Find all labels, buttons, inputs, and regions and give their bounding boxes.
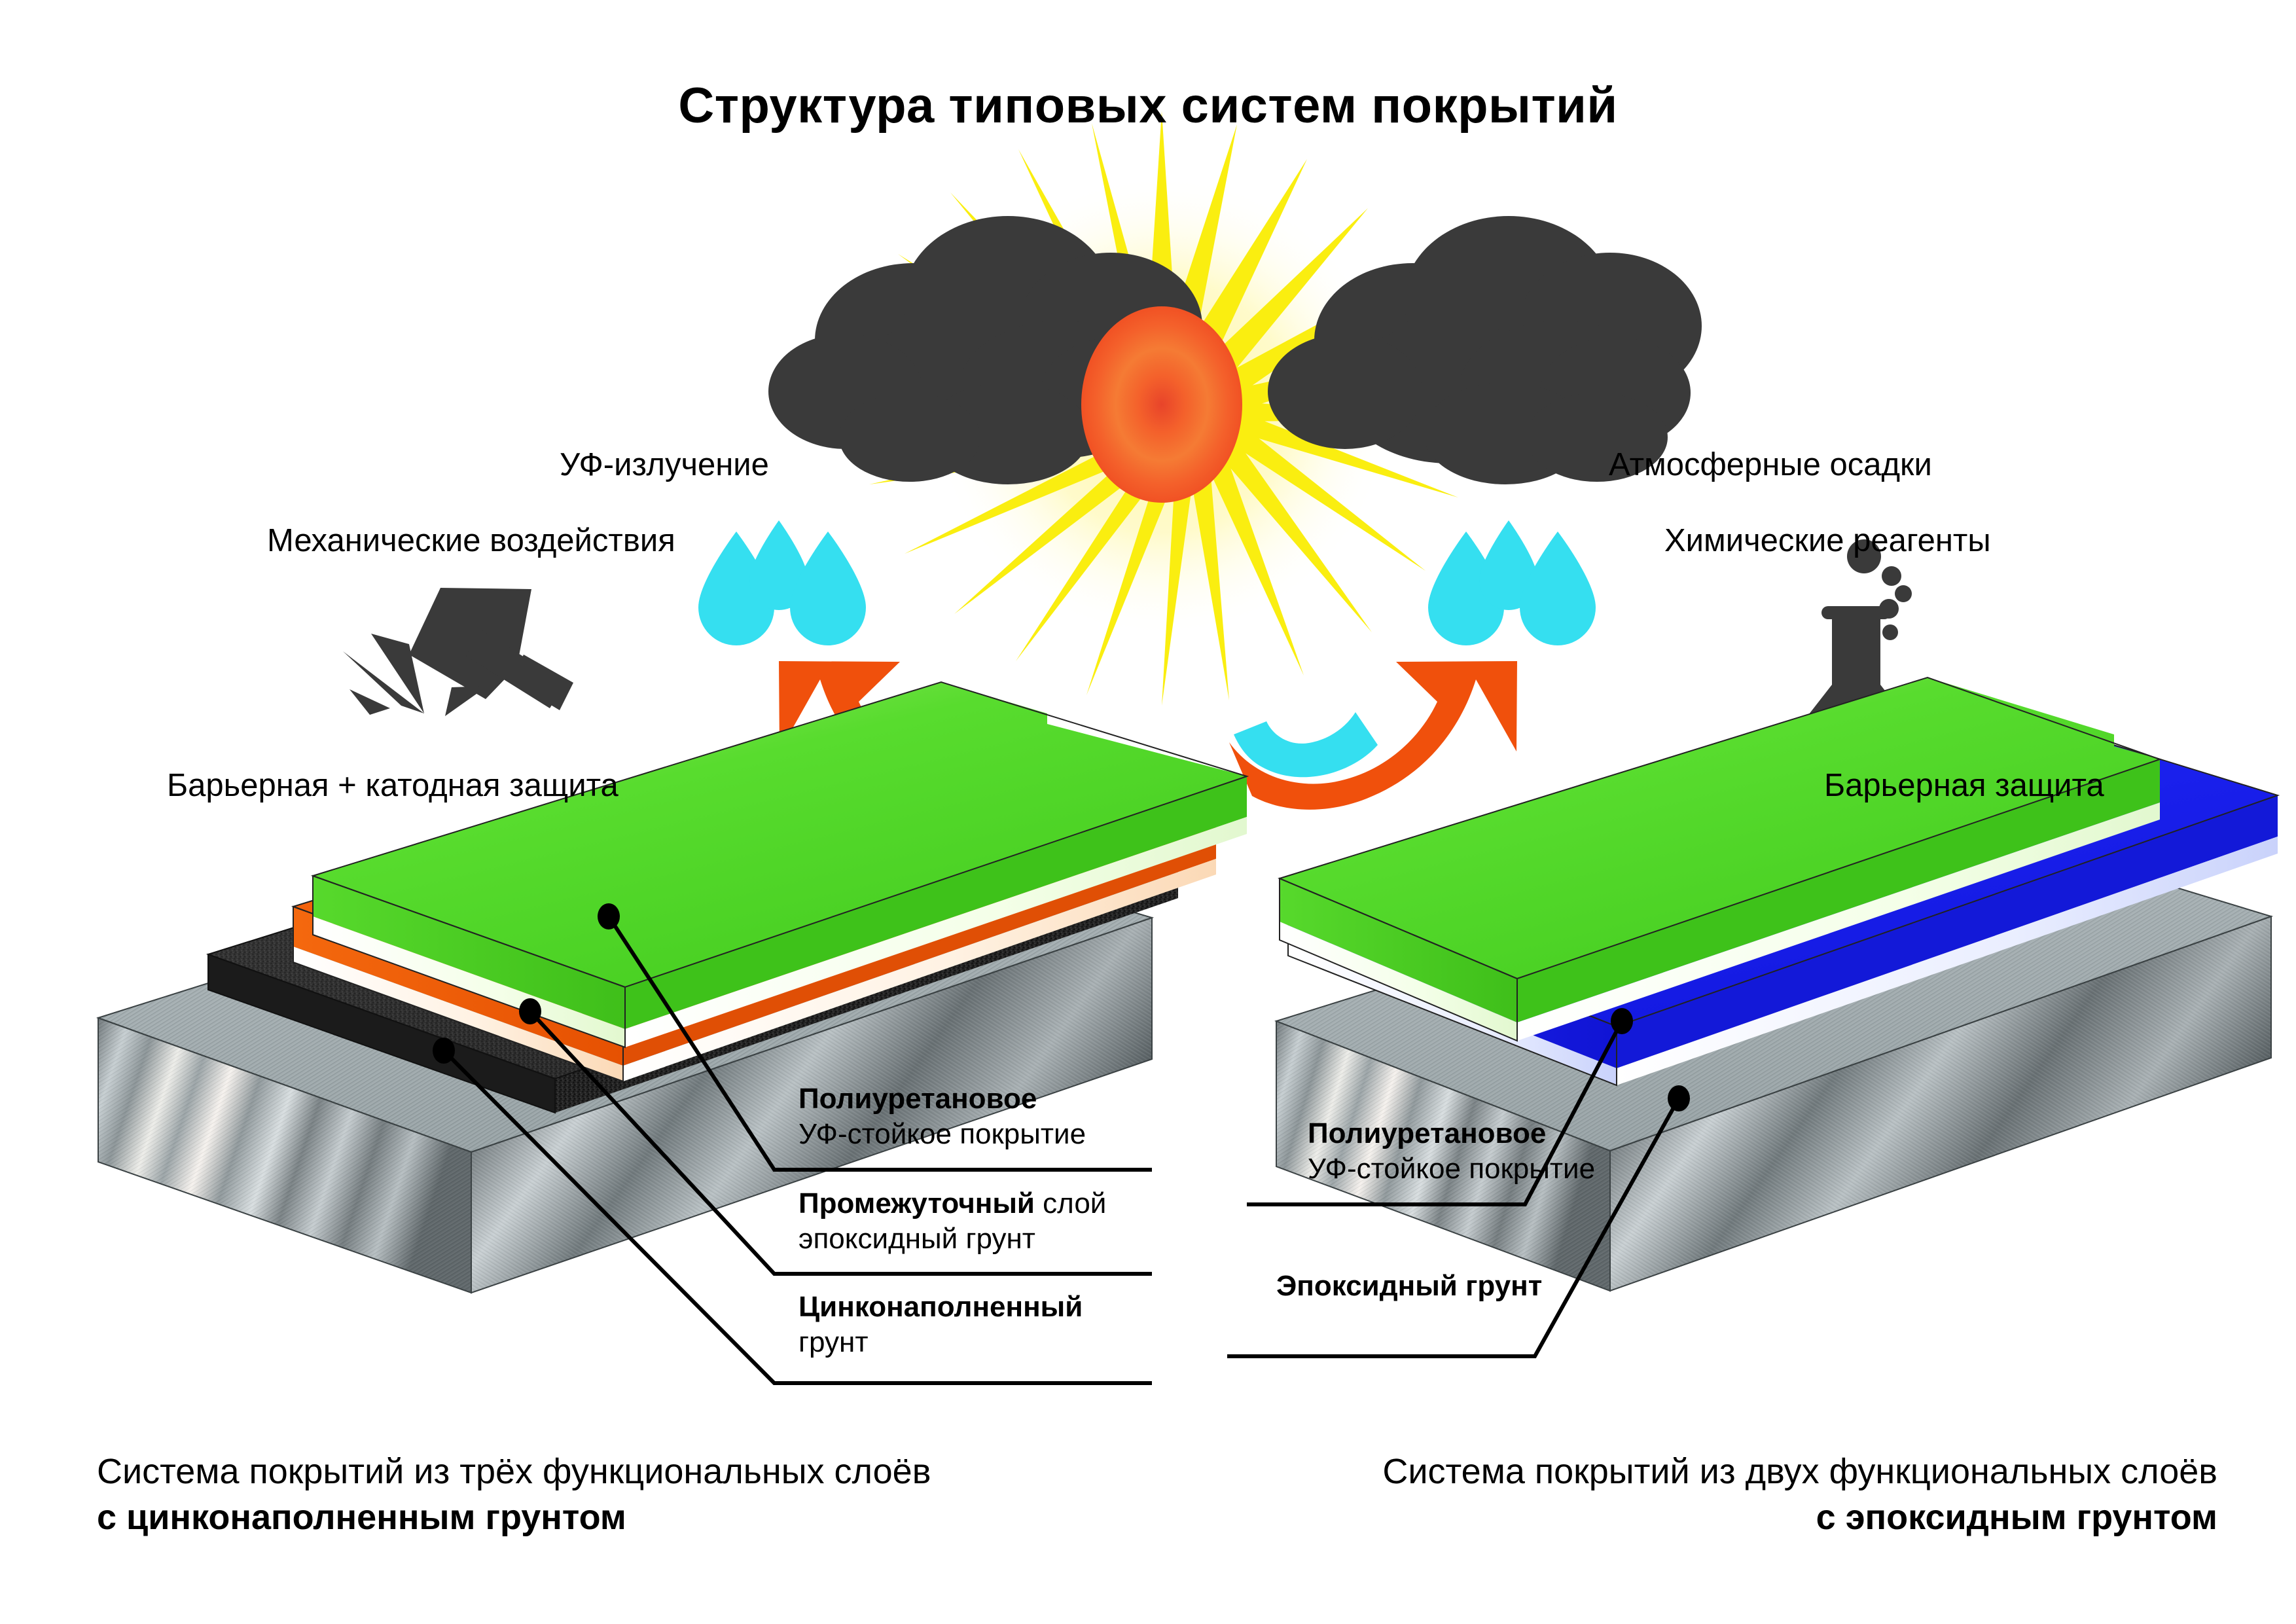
caption-right-system: Система покрытий из двух функциональных …: [1223, 1449, 2217, 1540]
label-uv-radiation: УФ-излучение: [560, 447, 769, 482]
callout-left-zinc: Цинконаполненный грунт: [798, 1290, 1083, 1360]
caption-line-1: Система покрытий из трёх функциональных …: [97, 1452, 931, 1491]
callout-title: Полиуретановое: [1308, 1117, 1547, 1149]
callout-title-tail: слой: [1034, 1187, 1107, 1219]
caption-line-1: Система покрытий из двух функциональных …: [1382, 1452, 2217, 1491]
label-protection-left: Барьерная + катодная защита: [167, 768, 619, 803]
polyurethane-top-layer: [310, 681, 1249, 1049]
callout-right-polyurethane: Полиуретановое УФ-стойкое покрытие: [1308, 1116, 1595, 1186]
caption-line-2: с цинконаполненным грунтом: [97, 1498, 626, 1538]
leader-dots-left: [433, 903, 620, 1064]
callout-title: Промежуточный: [798, 1187, 1035, 1219]
callout-right-epoxy: Эпоксидный грунт: [1276, 1269, 1542, 1304]
callout-title: Эпоксидный грунт: [1276, 1270, 1543, 1302]
cloud-icon: [1268, 216, 1702, 484]
label-protection-right: Барьерная защита: [1824, 768, 2104, 803]
hammer-icon: [343, 588, 573, 716]
left-coating-stack: [96, 681, 1249, 1385]
leader-dots-right: [1611, 1008, 1690, 1111]
callout-title: Полиуретановое: [798, 1083, 1037, 1115]
right-coating-stack: [1227, 676, 2280, 1358]
caption-left-system: Система покрытий из трёх функциональных …: [97, 1449, 931, 1540]
callout-left-polyurethane: Полиуретановое УФ-стойкое покрытие: [798, 1081, 1086, 1151]
callout-subtitle: эпоксидный грунт: [798, 1222, 1035, 1255]
polyurethane-top-layer: [1278, 676, 2162, 1042]
callout-title: Цинконаполненный: [798, 1291, 1083, 1323]
callout-subtitle: грунт: [798, 1326, 869, 1358]
callout-left-intermediate: Промежуточный слой эпоксидный грунт: [798, 1186, 1106, 1256]
sun-core: [1081, 306, 1242, 503]
callout-subtitle: УФ-стойкое покрытие: [798, 1117, 1086, 1150]
curved-arrow-icon: [1229, 661, 1517, 810]
label-chemical-agents: Химические реагенты: [1664, 523, 1991, 558]
label-precipitation: Атмосферные осадки: [1609, 447, 1932, 482]
label-mechanical-impact: Механические воздействия: [267, 523, 675, 558]
page-title: Структура типовых систем покрытий: [678, 78, 1618, 134]
leader-lines-left: [442, 915, 1152, 1385]
raindrop-icon: [1428, 520, 1596, 645]
callout-subtitle: УФ-стойкое покрытие: [1308, 1152, 1596, 1185]
leader-lines-right: [1227, 1020, 1681, 1358]
caption-line-2: с эпоксидным грунтом: [1816, 1498, 2217, 1538]
raindrop-icon: [698, 520, 866, 645]
